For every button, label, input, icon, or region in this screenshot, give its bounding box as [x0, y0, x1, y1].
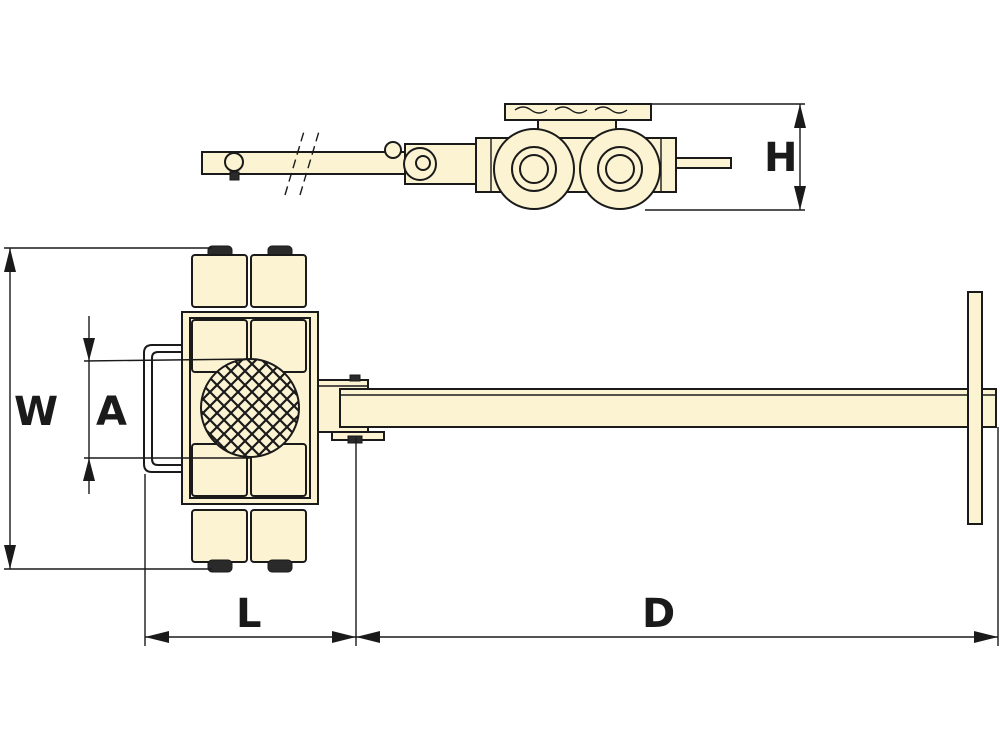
- side-view: [201, 103, 732, 210]
- dimension-d: D: [356, 427, 999, 646]
- label-l: L: [236, 591, 262, 637]
- turntable-plate: [200, 358, 300, 458]
- label-a: A: [96, 389, 127, 435]
- label-h: H: [764, 135, 797, 181]
- dimension-h: H: [645, 103, 806, 211]
- dimension-l: L: [144, 438, 357, 646]
- dimension-a: A: [83, 316, 253, 494]
- label-w: W: [14, 389, 58, 435]
- top-view: [143, 245, 997, 573]
- dimension-w: W: [4, 247, 212, 570]
- label-d: D: [642, 591, 675, 637]
